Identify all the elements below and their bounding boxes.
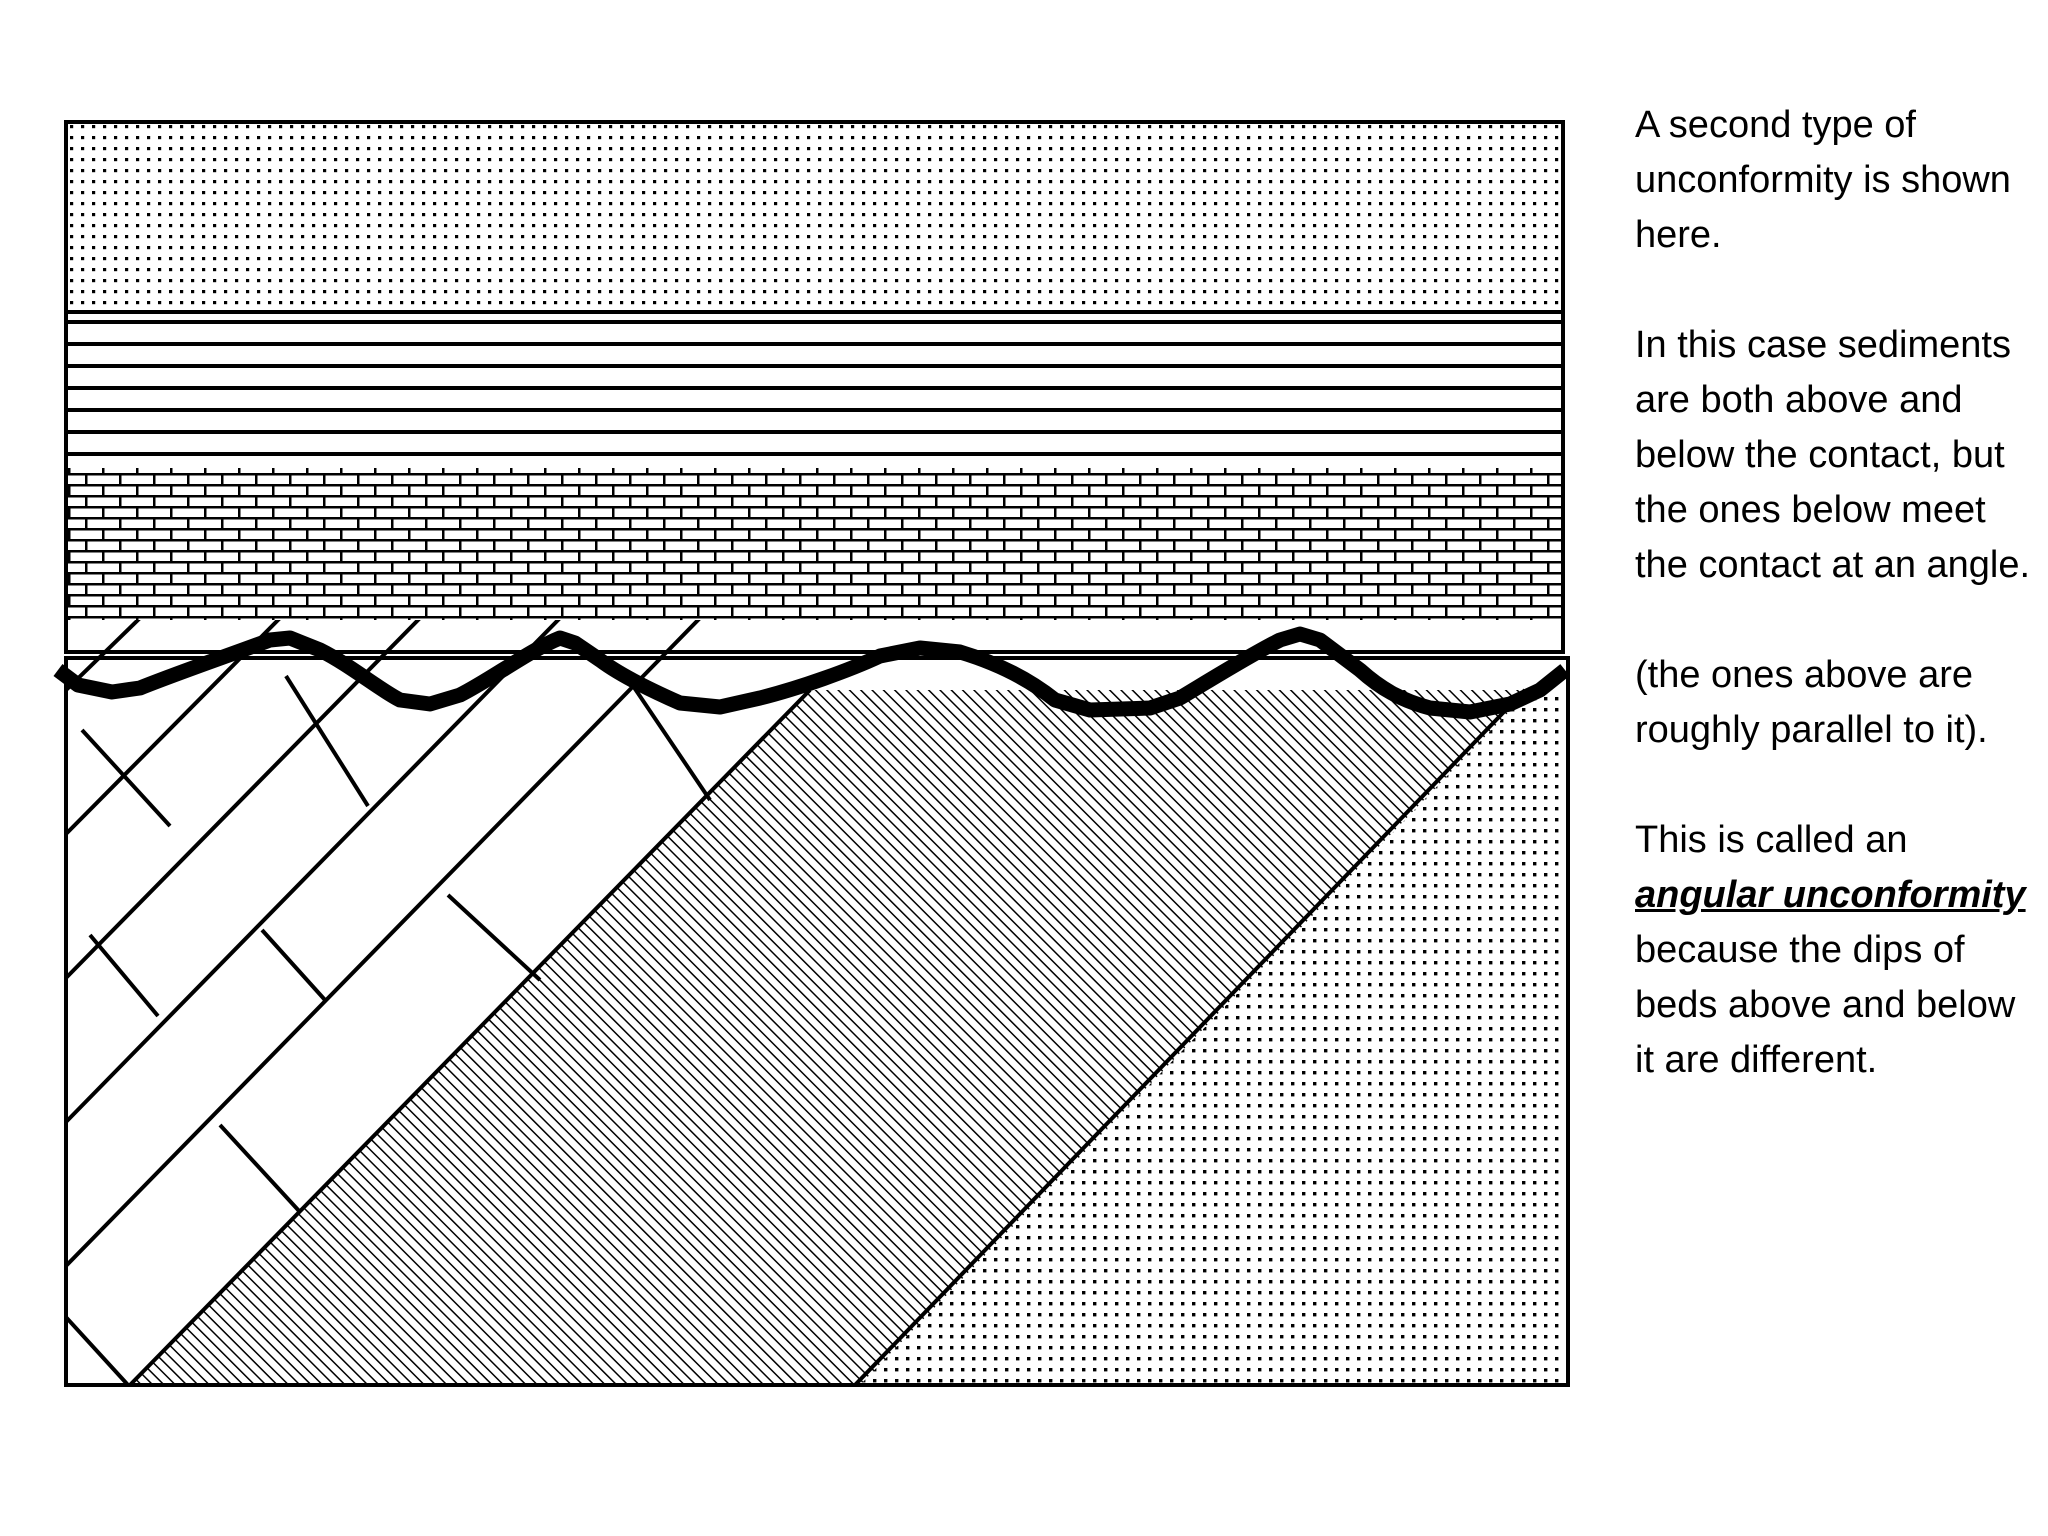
unconformity-contact-line [53, 626, 1570, 720]
caption-p4-lead: This is called an [1635, 819, 1908, 861]
angular-unconformity-term: angular unconformity [1635, 874, 2026, 916]
caption-p4-tail: because the dips of beds above and below… [1635, 929, 2016, 1081]
explanation-text: A second type of unconformity is shown h… [1635, 98, 2035, 1143]
angular-unconformity-diagram [53, 120, 1570, 1390]
caption-paragraph-4: This is called an angular unconformity b… [1635, 813, 2035, 1088]
upper-block-frame [64, 120, 1565, 654]
upper-sandstone-bed [66, 122, 1563, 312]
tilted-sandstone-bed [860, 690, 1566, 1385]
caption-paragraph-2: In this case sediments are both above an… [1635, 324, 2031, 586]
lower-block-frame [64, 656, 1570, 1387]
upper-shale-bed [66, 310, 1563, 456]
lower-tilted-beds [66, 620, 1566, 1390]
caption-paragraph-1: A second type of unconformity is shown h… [1635, 104, 2011, 256]
tilted-shale-bed [130, 690, 1530, 1385]
caption-paragraph-3: (the ones above are roughly parallel to … [1635, 654, 1988, 751]
